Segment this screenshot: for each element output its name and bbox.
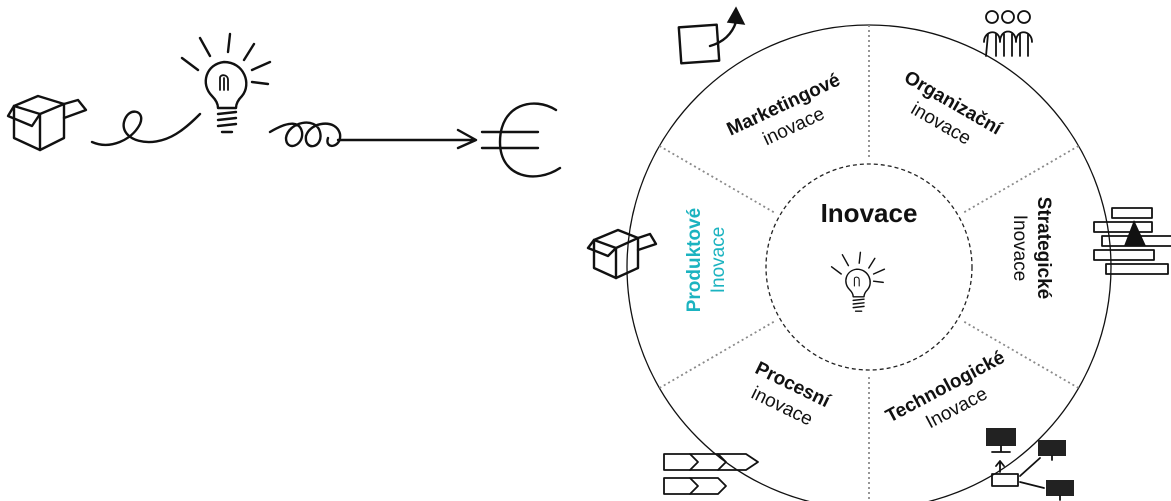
squiggle-2	[268, 121, 342, 148]
euro-icon	[480, 102, 562, 178]
box-icon-product	[586, 228, 658, 280]
computer-network-icon	[986, 428, 1074, 501]
segment-title: Produktové	[684, 208, 705, 313]
flow-arrow	[336, 128, 478, 150]
segment-subtitle: Inovace	[1009, 215, 1030, 282]
segment-strategicke: Strategické Inovace	[1009, 197, 1054, 299]
people-group-icon	[983, 10, 1033, 57]
segment-produktove: Produktové Inovace	[684, 208, 729, 313]
paper-arrow-icon	[677, 6, 746, 65]
segment-title: Strategické	[1033, 197, 1054, 299]
innovation-wheel: Inovace Marketingové inovace Organizační…	[626, 24, 1112, 501]
center-title: Inovace	[821, 198, 918, 228]
left-flow	[6, 32, 562, 178]
center-lightbulb-icon	[830, 251, 886, 312]
box-icon	[6, 94, 88, 152]
strategy-blocks-icon	[1093, 207, 1171, 275]
lightbulb-icon	[180, 32, 272, 134]
process-arrows-icon	[663, 453, 759, 495]
segment-subtitle: Inovace	[708, 227, 729, 294]
squiggle-1	[90, 110, 202, 147]
